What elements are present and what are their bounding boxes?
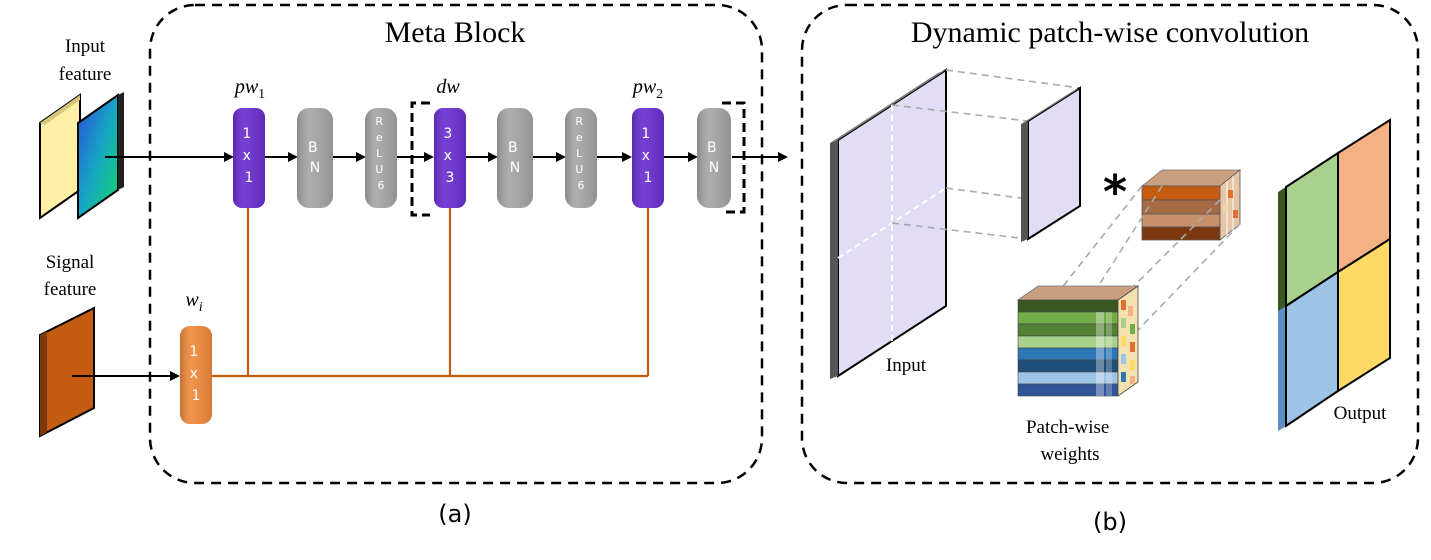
block-pw2: 1 x 1 [632, 108, 664, 208]
block-bn2: B N [497, 108, 533, 208]
signal-feature-block [39, 306, 95, 438]
signal-feature-label-line2: feature [44, 279, 97, 300]
weight-branch-lines [212, 208, 650, 378]
input-feature-label-line2: feature [59, 64, 112, 85]
block-bn1: B N [297, 108, 333, 208]
block-dw: 3 x 3 [434, 108, 466, 208]
block-bn2-text: B N [508, 140, 522, 176]
dynamic-conv-border [800, 3, 1420, 485]
signal-feature-label-line1: Signal [46, 252, 95, 273]
label-dw: dw [436, 76, 460, 98]
convolution-operator: * [1103, 165, 1127, 219]
label-pw2: pw2 [631, 76, 663, 102]
input-feature-label-line1: Input [65, 36, 106, 57]
meta-block-border [148, 3, 764, 485]
caption-a: (a) [438, 500, 471, 528]
input-plane [830, 68, 947, 379]
input-plane-label: Input [886, 355, 927, 376]
block-wi-text: 1 x 1 [189, 344, 202, 404]
label-pw1: pw1 [233, 76, 265, 102]
weights-projection-lines [1059, 185, 1241, 331]
block-dw-text: 3 x 3 [443, 126, 456, 186]
bn3-bracket [722, 101, 746, 214]
block-pw2-text: 1 x 1 [641, 126, 654, 186]
meta-block-title: Meta Block [385, 16, 526, 49]
patch-weights-cube [1016, 285, 1140, 397]
dw-bracket [410, 101, 430, 217]
block-relu1: R e L U 6 [365, 108, 397, 208]
output-label: Output [1334, 403, 1388, 424]
weights-label: Patch-wise weights [1026, 417, 1114, 465]
label-wi: wi [185, 289, 202, 315]
dynamic-conv-title: Dynamic patch-wise convolution [911, 16, 1309, 49]
block-relu2-text: R e L U 6 [575, 115, 587, 192]
block-bn3-text: B N [707, 140, 721, 176]
output-block [1278, 118, 1391, 431]
input-feature-stack [39, 92, 124, 220]
block-bn3: B N [697, 108, 731, 208]
block-wi: 1 x 1 [180, 326, 212, 424]
kernel-cube [1140, 169, 1242, 241]
block-pw1-text: 1 x 1 [242, 126, 255, 186]
block-pw1: 1 x 1 [233, 108, 265, 208]
block-bn1-text: B N [308, 140, 322, 176]
block-relu2: R e L U 6 [565, 108, 597, 208]
block-relu1-text: R e L U 6 [375, 115, 387, 192]
caption-b: (b) [1093, 508, 1127, 536]
input-patch [1021, 86, 1081, 242]
